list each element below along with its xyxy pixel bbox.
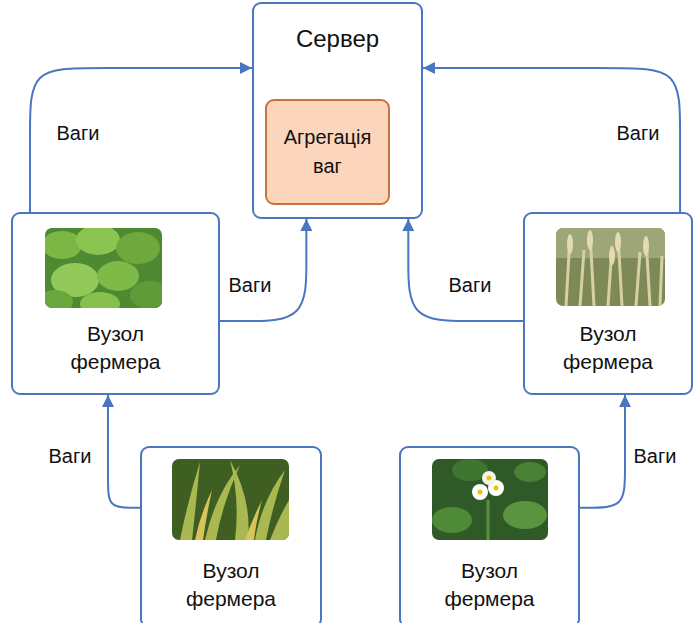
potato-flowers xyxy=(472,471,504,500)
node-label: Вузол фермера xyxy=(542,320,674,375)
wheat-stalks xyxy=(566,232,662,306)
mint-photo xyxy=(45,228,162,308)
weights-arrow xyxy=(30,68,252,212)
node-text-group: Агрегація ваг xyxy=(273,123,382,181)
leaf xyxy=(97,261,139,291)
aggregation-box: Агрегація ваг xyxy=(265,99,390,205)
weights-arrow xyxy=(580,395,625,508)
leaf xyxy=(432,507,472,533)
potato-photo xyxy=(432,459,548,540)
corn-leaves xyxy=(195,490,262,540)
node-label: Агрегація ваг xyxy=(273,123,382,181)
weights-arrow xyxy=(408,219,523,321)
edge-label: Ваги xyxy=(227,273,274,297)
node-text-group: Вузол фермера xyxy=(542,320,674,393)
weights-arrow xyxy=(423,68,680,212)
edge-label: Ваги xyxy=(632,444,679,468)
corn-leaves xyxy=(180,460,289,540)
photo-ground xyxy=(172,459,289,540)
wheat-ears xyxy=(567,230,649,265)
photo-ground xyxy=(556,228,665,306)
node-text-group: Сервер xyxy=(254,4,421,54)
edge-label: Ваги xyxy=(55,121,102,145)
leaf xyxy=(80,292,120,308)
node-text-group: Вузол фермера xyxy=(424,557,556,623)
photo-ground xyxy=(432,459,548,540)
leaf xyxy=(514,462,546,482)
farmer-node: Вузол фермера xyxy=(523,212,693,395)
leaf xyxy=(76,228,120,255)
node-text-group: Вузол фермера xyxy=(165,557,297,623)
farmer-node: Вузол фермера xyxy=(11,212,220,395)
edge-label: Ваги xyxy=(447,273,494,297)
node-label: Вузол фермера xyxy=(424,557,556,612)
node-label: Сервер xyxy=(254,25,421,54)
leaf xyxy=(45,231,82,259)
edge-label: Ваги xyxy=(615,121,662,145)
edge-label: Ваги xyxy=(47,444,94,468)
weights-arrow xyxy=(220,219,306,321)
weights-arrow xyxy=(108,395,140,508)
leaf xyxy=(503,501,547,529)
leaf xyxy=(130,281,162,308)
farmer-node: Вузол фермера xyxy=(140,446,322,623)
stem xyxy=(487,500,490,540)
leaf xyxy=(116,232,160,264)
corn-photo xyxy=(172,459,289,540)
wheat-photo xyxy=(556,228,665,306)
node-text-group: Вузол фермера xyxy=(50,320,182,393)
leaf xyxy=(45,290,73,308)
server-box: СерверАгрегація ваг xyxy=(252,2,423,219)
node-label: Вузол фермера xyxy=(165,557,297,612)
farmer-node: Вузол фермера xyxy=(399,446,580,623)
node-label: Вузол фермера xyxy=(50,320,182,375)
